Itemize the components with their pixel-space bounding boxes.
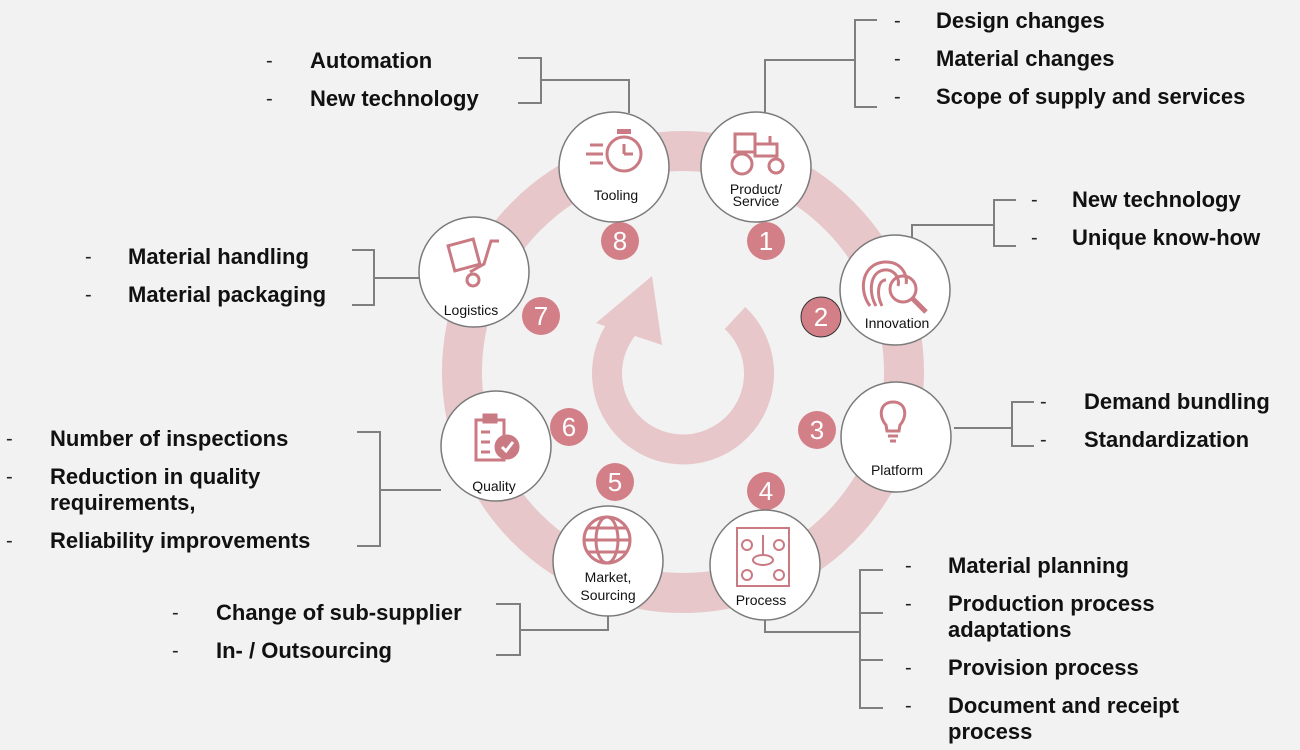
badge-7-number: 7	[534, 301, 548, 331]
label-market-line1: Market,	[585, 569, 632, 585]
label-market-line2: Sourcing	[580, 587, 635, 603]
badge-6-number: 6	[562, 412, 576, 442]
hand-truck-icon	[446, 237, 499, 288]
bracket-tooling	[518, 57, 542, 104]
globe-icon	[582, 515, 632, 565]
list-item: -Scope of supply and services	[894, 84, 1246, 109]
node-logistics	[418, 216, 530, 328]
list-item: -Material handling	[85, 244, 309, 269]
label-product-line2: Service	[733, 193, 780, 209]
list-item: -Material changes	[894, 46, 1115, 71]
innovation-list: -New technology -Unique know-how	[1031, 187, 1297, 251]
bracket-quality	[357, 431, 381, 547]
circular-arrow-icon	[592, 276, 774, 465]
lightbulb-icon	[879, 400, 907, 443]
list-item: -Standardization	[1040, 427, 1250, 452]
node-market	[552, 505, 664, 617]
label-process: Process	[736, 592, 787, 608]
number-badges: 1 2 3 4 5 6 7 8	[522, 222, 842, 510]
bracket-process	[859, 569, 883, 709]
list-item: -Reduction in quality requirements,	[6, 464, 261, 515]
label-tooling: Tooling	[594, 187, 638, 203]
badge-5-number: 5	[608, 467, 622, 497]
list-item: -Material planning	[905, 553, 1129, 578]
badge-8: 8	[601, 222, 639, 260]
clipboard-check-icon	[474, 413, 520, 462]
process-flow-icon	[736, 527, 790, 587]
list-item: -New technology	[266, 86, 479, 111]
node-product	[700, 111, 812, 223]
badge-3-number: 3	[810, 415, 824, 445]
platform-list: -Demand bundling -Standardization	[1040, 389, 1299, 453]
connector-product	[764, 59, 855, 113]
list-item: -Material packaging	[85, 282, 327, 307]
market-list: -Change of sub-supplier -In- / Outsourci…	[172, 600, 506, 664]
list-item: -New technology	[1031, 187, 1241, 212]
badge-2-number: 2	[814, 302, 828, 332]
node-circles	[418, 111, 952, 621]
fingerprint-magnifier-icon	[861, 260, 928, 314]
label-platform: Platform	[871, 462, 923, 478]
badge-6: 6	[550, 408, 588, 446]
label-product-line1: Product/	[730, 181, 782, 197]
badge-8-number: 8	[613, 226, 627, 256]
connector-tooling	[541, 79, 630, 113]
list-item: -Document and receipt process	[905, 693, 1180, 744]
product-list: -Design changes -Material changes -Scope…	[894, 8, 1296, 110]
badge-3: 3	[798, 411, 836, 449]
bracket-product	[854, 19, 877, 108]
label-quality: Quality	[472, 478, 516, 494]
list-item: -Reliability improvements	[6, 528, 311, 553]
logistics-list: -Material handling -Material packaging	[85, 244, 368, 308]
label-logistics: Logistics	[444, 302, 498, 318]
list-item: -Automation	[266, 48, 433, 73]
tooling-list: -Automation -New technology	[266, 48, 530, 112]
connectors	[352, 19, 1034, 709]
list-item: -Design changes	[894, 8, 1105, 33]
list-item: -Unique know-how	[1031, 225, 1261, 250]
node-labels: Tooling Product/ Service Innovation Logi…	[444, 181, 930, 608]
label-innovation: Innovation	[865, 315, 930, 331]
node-innovation	[839, 234, 951, 346]
list-item: -Provision process	[905, 655, 1139, 680]
bracket-platform	[1011, 401, 1034, 447]
bracket-innovation	[993, 199, 1016, 247]
badge-7: 7	[522, 297, 560, 335]
bracket-logistics	[352, 249, 375, 306]
badge-5: 5	[596, 463, 634, 501]
badge-2: 2	[800, 296, 842, 338]
stopwatch-icon	[586, 129, 643, 173]
list-item: -Production process adaptations	[905, 591, 1155, 642]
badge-4-number: 4	[759, 476, 773, 506]
tractor-icon	[730, 132, 785, 176]
badge-4: 4	[747, 472, 785, 510]
quality-list: -Number of inspections -Reduction in qua…	[6, 426, 350, 554]
bracket-market	[496, 603, 521, 656]
badge-1: 1	[747, 222, 785, 260]
process-list: -Material planning -Production process a…	[905, 553, 1218, 745]
cycle-ring	[442, 131, 924, 613]
list-item: -Change of sub-supplier	[172, 600, 462, 625]
list-item: -Demand bundling	[1040, 389, 1270, 414]
badge-1-number: 1	[759, 226, 773, 256]
list-item: -Number of inspections	[6, 426, 289, 451]
list-item: -In- / Outsourcing	[172, 638, 392, 663]
